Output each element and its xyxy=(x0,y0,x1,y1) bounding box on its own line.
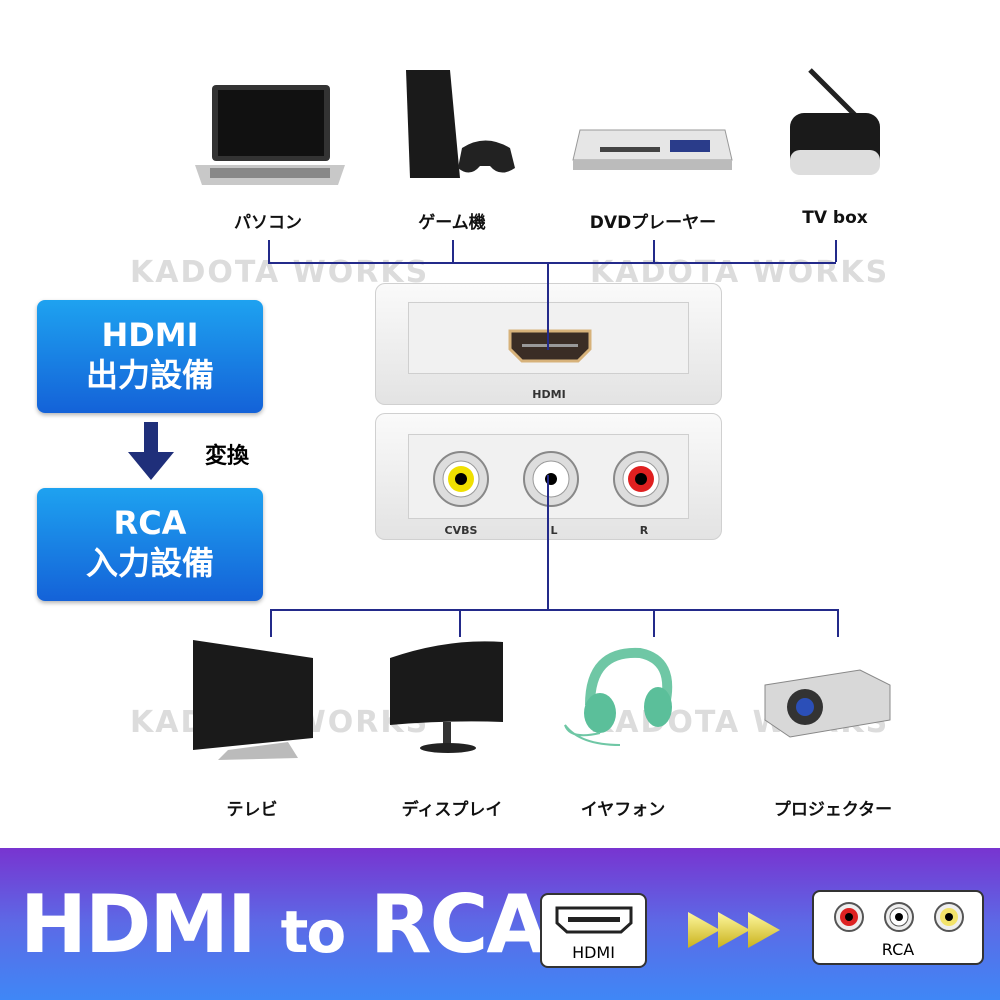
hdmi-port-label: HDMI xyxy=(532,388,566,401)
connector-line xyxy=(653,609,655,637)
connector-line xyxy=(270,609,839,611)
rca-ports-icon xyxy=(433,451,669,507)
source-label-tvbox: TV box xyxy=(802,208,868,228)
headphones-icon xyxy=(564,647,673,746)
laptop-icon xyxy=(195,85,345,185)
watermark: KADOTA WORKS xyxy=(130,255,430,290)
hdmi-port-icon xyxy=(508,329,592,363)
connector-line xyxy=(547,262,549,350)
arrow-down-icon xyxy=(128,422,174,480)
rca-jacks-icon xyxy=(834,902,964,932)
connector-line xyxy=(268,262,836,264)
convert-label: 変換 xyxy=(205,444,250,469)
connector-line xyxy=(837,609,839,637)
box-line: 出力設備 xyxy=(85,356,214,394)
connector-line xyxy=(268,240,270,262)
output-label-display: ディスプレイ xyxy=(401,800,503,820)
port-label-cvbs: CVBS xyxy=(444,524,478,537)
source-label-pc: パソコン xyxy=(234,213,302,233)
title-rca: RCA xyxy=(370,878,548,971)
hdmi-connector-icon xyxy=(555,906,633,934)
port-label-l: L xyxy=(550,524,558,537)
connector-line xyxy=(270,609,272,637)
tv-icon xyxy=(193,640,313,760)
projector-icon xyxy=(764,669,891,738)
dvd-player-icon xyxy=(572,129,733,170)
box-line: 入力設備 xyxy=(85,544,214,582)
rca-card: RCA xyxy=(812,890,984,965)
banner-title: HDMI to RCA xyxy=(20,878,548,977)
title-hdmi: HDMI xyxy=(20,878,257,971)
connector-line xyxy=(459,609,461,637)
triple-arrow-icon xyxy=(688,912,780,948)
tv-box-icon xyxy=(790,68,880,175)
output-label-projector: プロジェクター xyxy=(773,800,893,820)
game-console-icon xyxy=(406,70,515,178)
output-label-tv: テレビ xyxy=(226,800,278,820)
rca-card-label: RCA xyxy=(881,940,915,959)
port-label-r: R xyxy=(639,524,649,537)
output-label-earphone: イヤフォン xyxy=(580,800,666,820)
connector-line xyxy=(653,240,655,262)
box-line: RCA xyxy=(113,504,187,542)
connector-line xyxy=(547,475,549,610)
source-label-dvd: DVDプレーヤー xyxy=(589,213,717,233)
connector-line xyxy=(835,240,837,262)
source-label-game: ゲーム機 xyxy=(418,213,486,233)
box-line: HDMI xyxy=(101,316,199,354)
hdmi-card-label: HDMI xyxy=(572,943,615,962)
title-to: to xyxy=(280,898,347,966)
hdmi-card: HDMI xyxy=(540,893,647,968)
monitor-icon xyxy=(390,641,503,753)
connector-line xyxy=(452,240,454,262)
